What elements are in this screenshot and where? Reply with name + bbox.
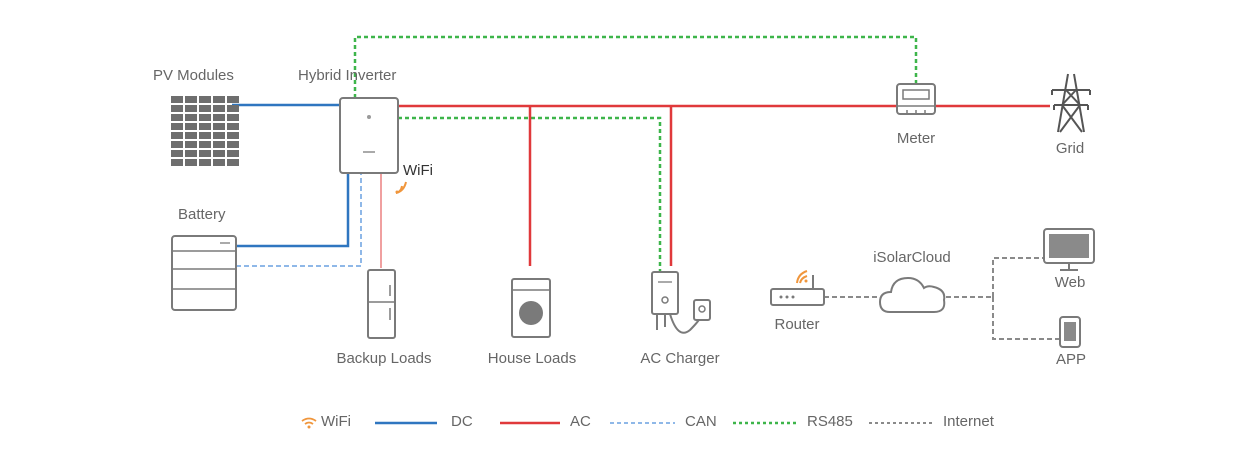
house-loads-label: House Loads (487, 350, 577, 367)
can-line-battery-inverter (236, 173, 362, 267)
legend-rs485-label: RS485 (807, 413, 853, 430)
legend-ac-label: AC (570, 413, 591, 430)
pv-modules-icon (171, 96, 239, 166)
wifi-label: WiFi (403, 162, 433, 179)
hybrid-inverter-label: Hybrid Inverter (298, 67, 397, 84)
dc-line-battery-inverter (236, 173, 350, 248)
hybrid-inverter-icon (339, 97, 399, 174)
isolarcloud-label: iSolarCloud (873, 249, 951, 266)
house-loads-icon (511, 278, 551, 338)
web-label: Web (1054, 274, 1086, 291)
rs485-line-inverter-charger (398, 116, 662, 272)
internet-line-app (992, 297, 1060, 340)
app-label: APP (1055, 351, 1087, 368)
grid-label: Grid (1055, 140, 1085, 157)
meter-icon (896, 83, 936, 115)
battery-icon (171, 235, 237, 311)
wifi-icon (395, 181, 407, 194)
internet-line-web (992, 257, 1044, 297)
grid-tower-icon (1051, 73, 1091, 133)
web-monitor-icon (1043, 228, 1095, 271)
legend-wifi-label: WiFi (321, 413, 351, 430)
ac-charger-label: AC Charger (640, 350, 720, 367)
router-label: Router (774, 316, 820, 333)
legend-wifi-icon (301, 417, 317, 429)
router-wifi-icon (796, 270, 808, 284)
ac-charger-icon (651, 271, 711, 334)
app-phone-icon (1059, 316, 1081, 348)
isolarcloud-icon (878, 276, 946, 313)
router-icon (770, 275, 825, 306)
legend-dc-label: DC (451, 413, 473, 430)
backup-loads-icon (367, 269, 396, 339)
legend-internet-label: Internet (943, 413, 994, 430)
battery-label: Battery (178, 206, 226, 223)
pv-modules-label: PV Modules (153, 67, 234, 84)
rs485-line-inverter-meter (353, 35, 918, 98)
legend-can-label: CAN (685, 413, 717, 430)
backup-loads-label: Backup Loads (336, 350, 432, 367)
meter-label: Meter (896, 130, 936, 147)
